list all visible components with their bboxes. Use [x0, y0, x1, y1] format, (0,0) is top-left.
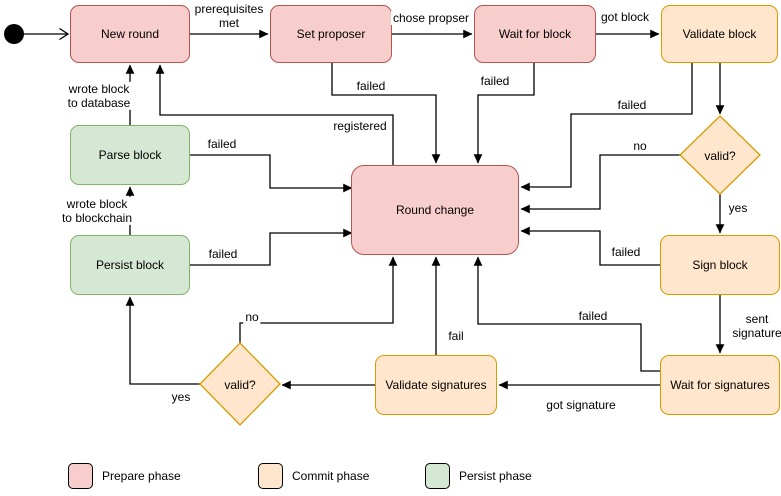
node-label: Parse block [98, 147, 162, 162]
edge-label-failed-wait-for-signatures: failed [576, 308, 610, 324]
legend-label-persist: Persist phase [459, 468, 532, 483]
node-label: New round [100, 26, 160, 41]
legend-item-commit: Commit phase [258, 462, 369, 489]
legend-item-persist: Persist phase [425, 462, 532, 489]
legend-label-commit: Commit phase [292, 468, 370, 483]
legend-swatch-prepare [68, 462, 93, 489]
node-label: Round change [395, 202, 475, 217]
edge-round-change-registered-to-new-round [155, 64, 394, 165]
edge-label-fail-validate-signatures: fail [446, 328, 466, 344]
valid-diamond-bottom [199, 342, 281, 426]
edge-label-got-signature: got signature [544, 397, 618, 413]
edge-label-failed-validate-block: failed [615, 97, 649, 113]
legend-swatch-persist [425, 462, 450, 489]
node-set-proposer: Set proposer [270, 5, 392, 63]
edge-label-no-top: no [631, 138, 649, 154]
node-wait-for-block: Wait for block [474, 5, 596, 63]
edge-persist-block-failed-to-round-change [190, 228, 353, 266]
node-label: Validate signatures [385, 377, 487, 392]
legend-item-prepare: Prepare phase [68, 462, 181, 489]
edge-label-got-block: got block [598, 9, 652, 25]
edge-valid-bottom-yes-to-persist-block [125, 296, 200, 385]
initial-state-dot [4, 24, 24, 44]
edge-label-chose-propser: chose propser [390, 10, 472, 26]
edge-label-sent-signature: sent signature [730, 311, 781, 341]
node-label: Validate block [682, 26, 757, 41]
node-valid-bottom-label: valid? [224, 378, 256, 392]
node-label: Sign block [692, 257, 748, 272]
edge-wait-for-block-failed-to-round-change [473, 63, 535, 164]
edge-label-failed-wait-for-block: failed [478, 73, 512, 89]
node-validate-signatures: Validate signatures [375, 355, 497, 415]
node-new-round: New round [70, 5, 190, 63]
edge-wait-sigs-failed-to-round-change [473, 256, 660, 372]
legend-swatch-commit [258, 462, 283, 489]
edge-label-failed-parse-block: failed [205, 136, 239, 152]
edge-set-proposer-failed-to-round-change [331, 63, 441, 164]
node-persist-block: Persist block [70, 235, 190, 295]
edge-label-yes-top: yes [726, 200, 750, 216]
node-valid-top-label: valid? [704, 149, 736, 163]
edge-valid-bottom-no-to-round-change [239, 256, 398, 343]
node-label: Wait for signatures [670, 377, 770, 392]
node-wait-for-signatures: Wait for signatures [660, 355, 780, 415]
edge-validate-block-failed-to-round-change [520, 63, 693, 192]
node-label: Wait for block [498, 26, 572, 41]
node-label: Set proposer [296, 26, 366, 41]
node-round-change: Round change [351, 165, 519, 255]
edge-label-failed-sign-block: failed [609, 244, 643, 260]
edge-label-no-bottom: no [243, 309, 261, 325]
node-label: Persist block [95, 257, 165, 272]
edge-label-yes-bottom: yes [169, 389, 193, 405]
edge-label-registered: registered [331, 118, 389, 134]
edge-label-wrote-block-to-blockchain: wrote block to blockchain [59, 196, 135, 226]
edge-label-failed-persist-block: failed [206, 246, 240, 262]
edge-sign-block-failed-to-round-change [520, 226, 660, 266]
valid-diamond-top [679, 115, 761, 195]
edge-label-failed-set-proposer: failed [354, 78, 388, 94]
node-parse-block: Parse block [70, 125, 190, 185]
legend-label-prepare: Prepare phase [102, 468, 181, 483]
edge-init-to-new-round [24, 27, 70, 41]
edge-label-prerequisites-met: prerequisites met [192, 1, 266, 31]
node-validate-block: Validate block [661, 5, 778, 63]
edge-parse-block-failed-to-round-change [190, 154, 353, 193]
node-sign-block: Sign block [660, 235, 780, 295]
edge-label-wrote-block-to-database: wrote block to database [65, 81, 133, 111]
legend: Prepare phase Commit phase Persist phase [0, 462, 781, 492]
edge-valid-no-to-round-change [520, 154, 680, 214]
